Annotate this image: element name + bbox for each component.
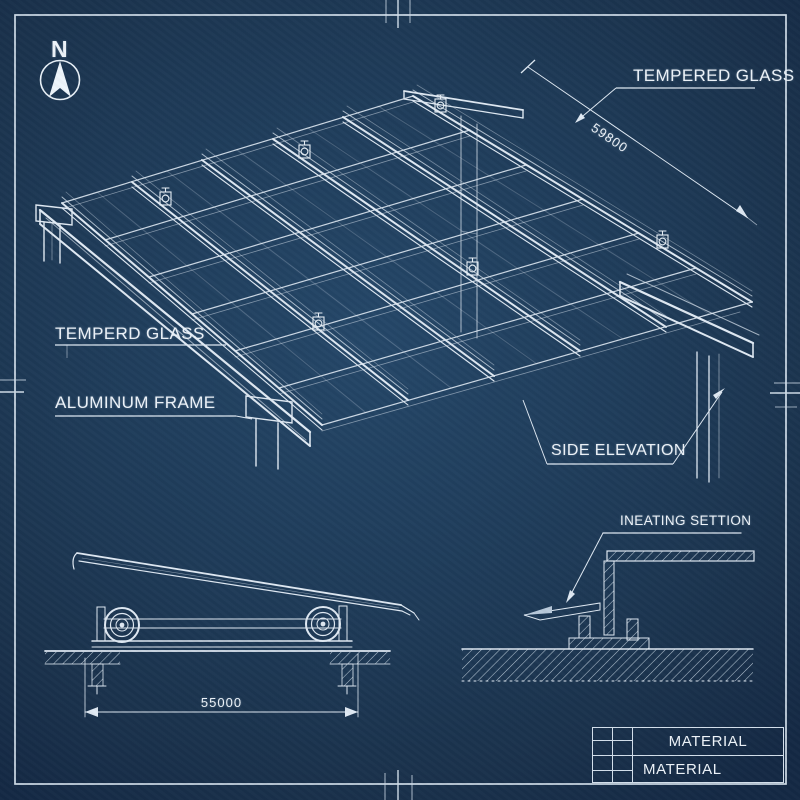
aluminum-frame-label: ALUMINUM FRAME [55, 393, 216, 412]
roof-glass-tracks [61, 84, 753, 431]
right-support-beam [618, 273, 760, 358]
curb-detail-drawing [461, 532, 755, 682]
top-beam [403, 90, 524, 119]
roof-dimension-lines [55, 59, 758, 465]
left-post [35, 204, 73, 264]
section-dimension [84, 653, 359, 718]
eave-post [245, 395, 293, 470]
roof-isometric-drawing [35, 84, 760, 483]
section-dimension-label: 55000 [200, 695, 243, 710]
side-elevation-label: SIDE ELEVATION [551, 442, 686, 459]
north-label: N [51, 36, 68, 62]
heating-section-label: INEATING SETTION [620, 513, 752, 528]
roof-purlins [61, 95, 753, 432]
roller-section-drawing [44, 552, 420, 718]
roller-right [305, 606, 341, 642]
right-post [696, 351, 720, 483]
title-block-divider [593, 770, 633, 772]
title-block-divider [593, 740, 633, 742]
title-block-row-material-2: MATERIAL [643, 760, 722, 778]
temperd-glass-label: TEMPERD GLASS [55, 324, 205, 343]
roller-left [104, 607, 140, 643]
title-block-row-material-1: MATERIAL [668, 733, 748, 750]
tempered-glass-label: TEMPERED GLASS [633, 66, 795, 85]
title-block: MATERIAL MATERIAL [592, 727, 784, 783]
north-arrow-icon [39, 59, 81, 101]
center-post [460, 115, 478, 339]
title-block-divider [593, 755, 783, 757]
